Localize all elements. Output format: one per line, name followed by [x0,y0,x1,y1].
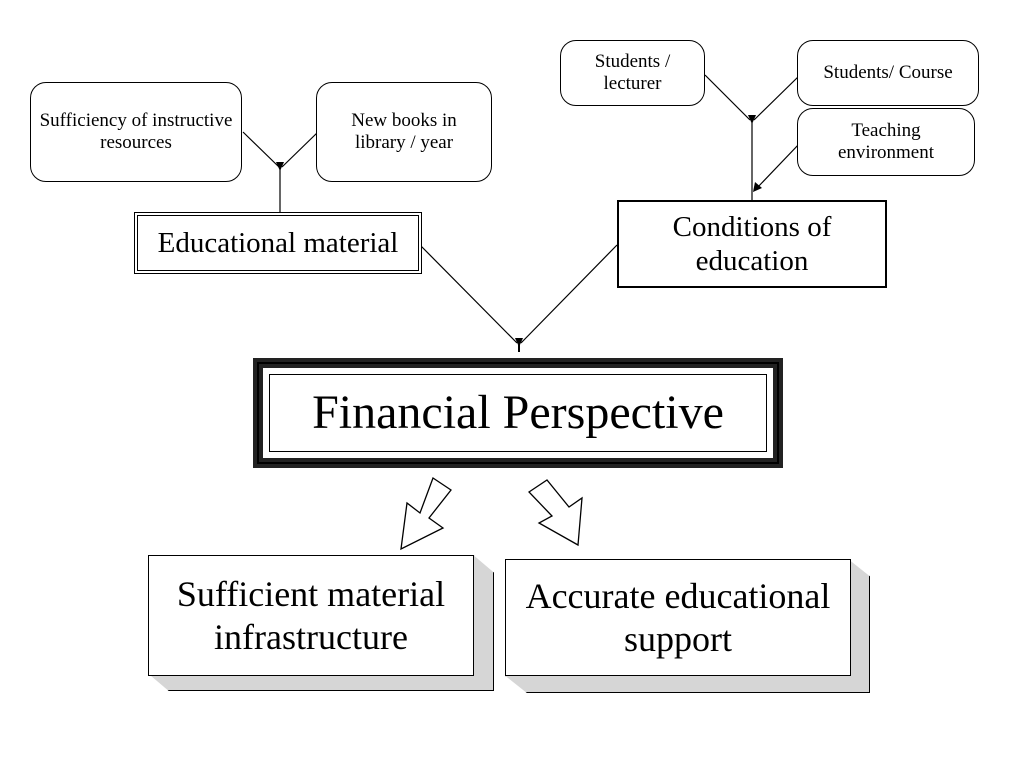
connector-sufficiency-to-join [242,131,280,168]
hollow-arrow-left [400,477,452,551]
node-conditions-of-education: Conditions of education [617,200,887,288]
node-accurate-support-label: Accurate educational support [525,576,831,659]
node-sufficient-material-infrastructure: Sufficient material infrastructure [148,555,474,676]
node-students-lecturer-label: Students / lecturer [594,50,671,94]
connector-students-course-to-join [753,74,801,121]
arrowhead-teaching [753,182,762,192]
node-students-course-label: Students/ Course [823,61,953,83]
connector-educational-material-to-financial [419,244,518,344]
arrowhead-right-join [748,115,756,124]
node-students-course: Students/ Course [797,40,979,106]
hollow-arrow-right [527,479,583,547]
connector-teaching-to-conditions [755,142,801,190]
node-teaching-environment-label: Teaching environment [837,119,935,163]
connector-students-lecturer-to-join [704,74,751,121]
node-educational-material: Educational material [134,212,422,274]
node-conditions-label: Conditions of education [672,210,832,277]
node-sufficiency-of-instructive-resources: Sufficiency of instructive resources [30,82,242,182]
node-sufficiency-label: Sufficiency of instructive resources [39,109,233,153]
node-financial-label: Financial Perspective [312,385,724,439]
connector-newbooks-to-join [281,131,319,168]
connector-conditions-to-financial [520,244,618,344]
node-educational-material-label: Educational material [157,226,399,259]
node-sufficient-material-label: Sufficient material infrastructure [176,574,446,657]
node-accurate-educational-support: Accurate educational support [505,559,851,676]
arrowhead-left-join [276,162,284,171]
node-financial-perspective: Financial Perspective [253,358,783,468]
node-teaching-environment: Teaching environment [797,108,975,176]
stem-financial [518,340,520,352]
node-new-books-in-library: New books in library / year [316,82,492,182]
financial-perspective-inner: Financial Perspective [269,374,767,452]
node-new-books-label: New books in library / year [351,109,457,153]
node-students-lecturer: Students / lecturer [560,40,705,106]
